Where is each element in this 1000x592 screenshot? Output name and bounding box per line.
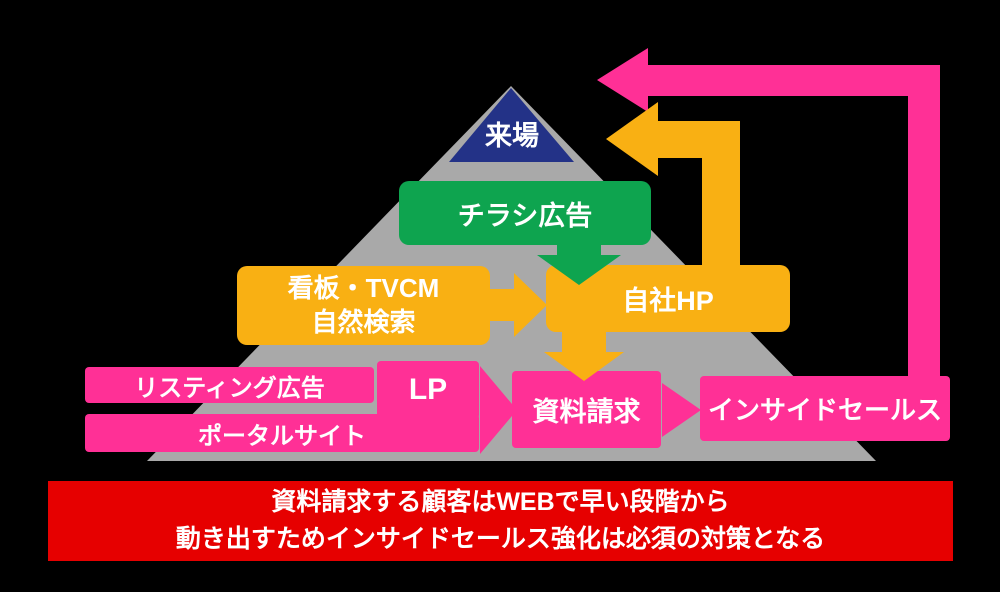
box-lp: LP	[377, 361, 479, 419]
box-signage-tvcm: 看板・TVCM 自然検索	[237, 266, 490, 345]
box-flyer-ad: チラシ広告	[399, 181, 651, 245]
apex-label-visit: 来場	[485, 121, 539, 151]
box-portal-site: ポータルサイト	[85, 414, 479, 452]
box-listing-ads: リスティング広告	[85, 367, 374, 403]
box-own-hp: 自社HP	[546, 265, 790, 332]
banner-line-2: 動き出すためインサイドセールス強化は必須の対策となる	[175, 525, 826, 553]
box-inside-sales: インサイドセールス	[700, 376, 950, 441]
box-document-request: 資料請求	[512, 371, 661, 448]
summary-banner: 資料請求する顧客はWEBで早い段階から 動き出すためインサイドセールス強化は必須…	[48, 481, 953, 561]
arrow-request-to-inside-sales-icon	[662, 383, 701, 437]
banner-line-1: 資料請求する顧客はWEBで早い段階から	[271, 487, 730, 516]
arrow-signage-to-hp-icon	[488, 273, 547, 337]
